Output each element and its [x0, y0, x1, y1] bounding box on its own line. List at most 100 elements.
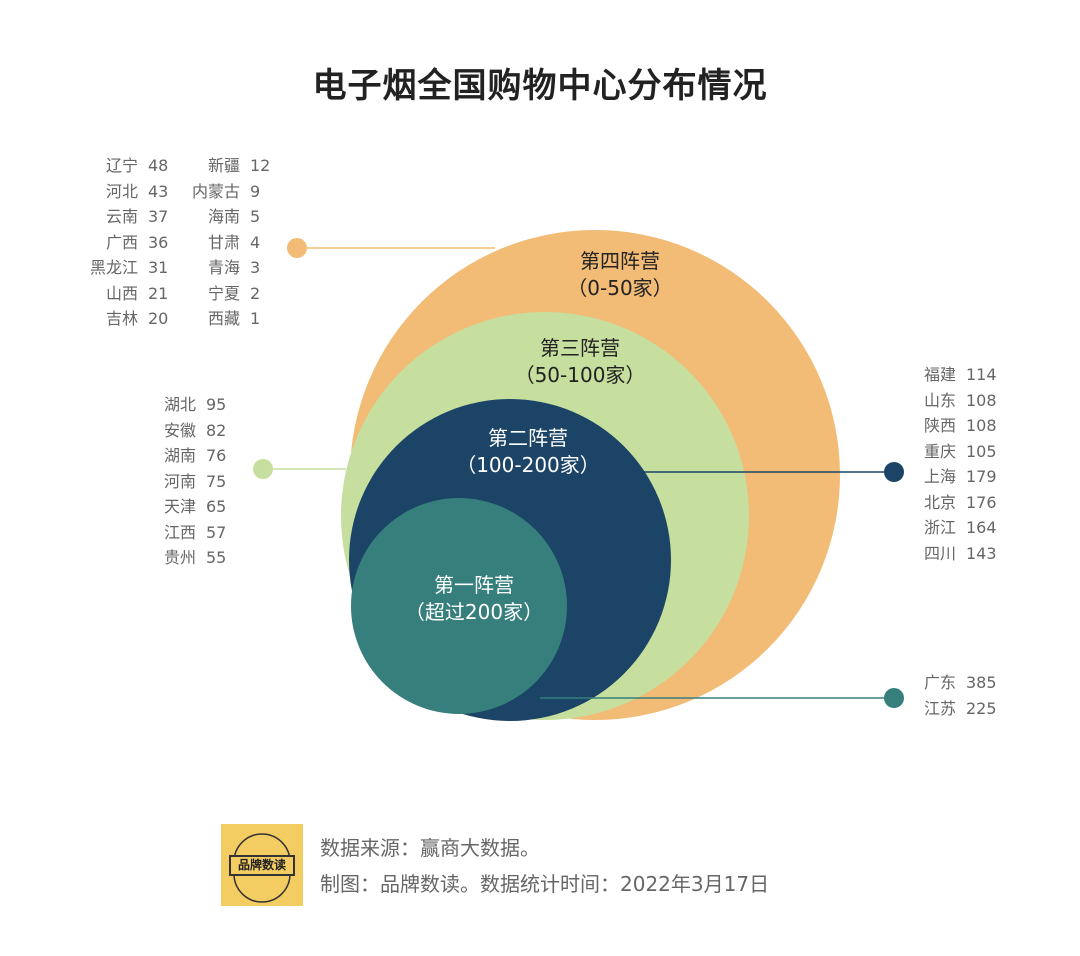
province-row: 河北 43 [80, 179, 188, 205]
province-name: 安徽 [163, 420, 196, 440]
province-name: 上海 [923, 467, 956, 486]
province-row: 广西 36 [80, 230, 188, 256]
province-name: 湖北 [163, 395, 196, 414]
province-name: 黑龙江 [89, 258, 138, 277]
province-row: 江苏 225 [900, 696, 1016, 722]
province-count: 57 [206, 522, 227, 542]
province-name: 广西 [105, 232, 138, 252]
province-row: 陕西 108 [900, 413, 1016, 439]
province-count: 1 [250, 309, 261, 328]
province-row: 四川 143 [900, 541, 1016, 567]
province-count: 36 [148, 232, 169, 252]
province-count: 114 [966, 365, 997, 384]
province-name: 天津 [163, 497, 196, 516]
province-row: 河南 75 [140, 469, 246, 495]
province-name: 四川 [923, 543, 956, 563]
province-name: 吉林 [105, 309, 138, 328]
province-name: 辽宁 [105, 156, 138, 175]
province-name: 内蒙古 [191, 181, 240, 201]
tier4-name: 第四阵营 [580, 249, 660, 273]
province-row: 黑龙江 31 [80, 255, 188, 281]
province-row: 天津 65 [140, 494, 246, 520]
province-count: 108 [966, 416, 997, 435]
province-name: 青海 [207, 258, 240, 277]
province-row: 江西 57 [140, 520, 246, 546]
province-name: 河南 [163, 471, 196, 491]
brand-logo: 品牌数读 [221, 824, 303, 906]
province-name: 宁夏 [207, 283, 240, 303]
province-name: 山东 [923, 390, 956, 410]
province-name: 山西 [105, 283, 138, 303]
province-count: 385 [966, 673, 997, 692]
province-name: 云南 [105, 207, 138, 226]
province-count: 5 [250, 207, 261, 226]
province-count: 2 [250, 283, 261, 303]
logo-text: 品牌数读 [229, 855, 295, 876]
province-name: 广东 [923, 673, 956, 692]
province-count: 37 [148, 207, 169, 226]
tier1-range: （超过200家） [405, 600, 543, 624]
province-row: 山西 21 [80, 281, 188, 307]
tier3-marker [253, 459, 273, 479]
province-row: 海南 5 [180, 204, 290, 230]
province-count: 179 [966, 467, 997, 486]
credit-note: 制图：品牌数读。数据统计时间：2022年3月17日 [320, 872, 770, 896]
data-source-note: 数据来源：赢商大数据。 [320, 836, 540, 860]
province-count: 143 [966, 543, 997, 563]
province-name: 陕西 [923, 416, 956, 435]
province-count: 4 [250, 232, 261, 252]
province-name: 甘肃 [207, 232, 240, 252]
tier1-marker [884, 688, 904, 708]
tier4-marker [287, 238, 307, 258]
province-count: 12 [250, 156, 271, 175]
province-row: 青海 3 [180, 255, 290, 281]
province-count: 55 [206, 548, 227, 567]
province-count: 3 [250, 258, 261, 277]
province-count: 65 [206, 497, 227, 516]
tier2-name: 第二阵营 [488, 426, 568, 450]
province-name: 河北 [105, 181, 138, 201]
page-title: 电子烟全国购物中心分布情况 [312, 66, 768, 106]
province-row: 重庆 105 [900, 439, 1016, 465]
province-row: 甘肃 4 [180, 230, 290, 256]
tier3-range: （50-100家） [515, 363, 646, 387]
province-name: 重庆 [923, 441, 956, 461]
province-count: 31 [148, 258, 169, 277]
province-count: 164 [966, 518, 997, 537]
province-count: 105 [966, 441, 997, 461]
province-row: 宁夏 2 [180, 281, 290, 307]
province-row: 贵州 55 [140, 545, 246, 571]
province-name: 北京 [923, 492, 956, 512]
province-name: 江苏 [923, 698, 956, 718]
province-count: 108 [966, 390, 997, 410]
province-count: 95 [206, 395, 227, 414]
tier1-circle [351, 498, 567, 714]
province-name: 海南 [207, 207, 240, 226]
tier2-marker [884, 462, 904, 482]
province-name: 福建 [923, 365, 956, 384]
province-count: 21 [148, 283, 169, 303]
tier4-range: （0-50家） [567, 276, 672, 300]
province-row: 湖北 95 [140, 392, 246, 418]
province-count: 43 [148, 181, 169, 201]
province-name: 贵州 [163, 548, 196, 567]
province-count: 225 [966, 698, 997, 718]
tier3-name: 第三阵营 [540, 336, 620, 360]
province-count: 76 [206, 446, 227, 465]
province-name: 江西 [163, 522, 196, 542]
province-count: 75 [206, 471, 227, 491]
tier1-name: 第一阵营 [434, 573, 514, 597]
province-row: 广东 385 [900, 670, 1016, 696]
